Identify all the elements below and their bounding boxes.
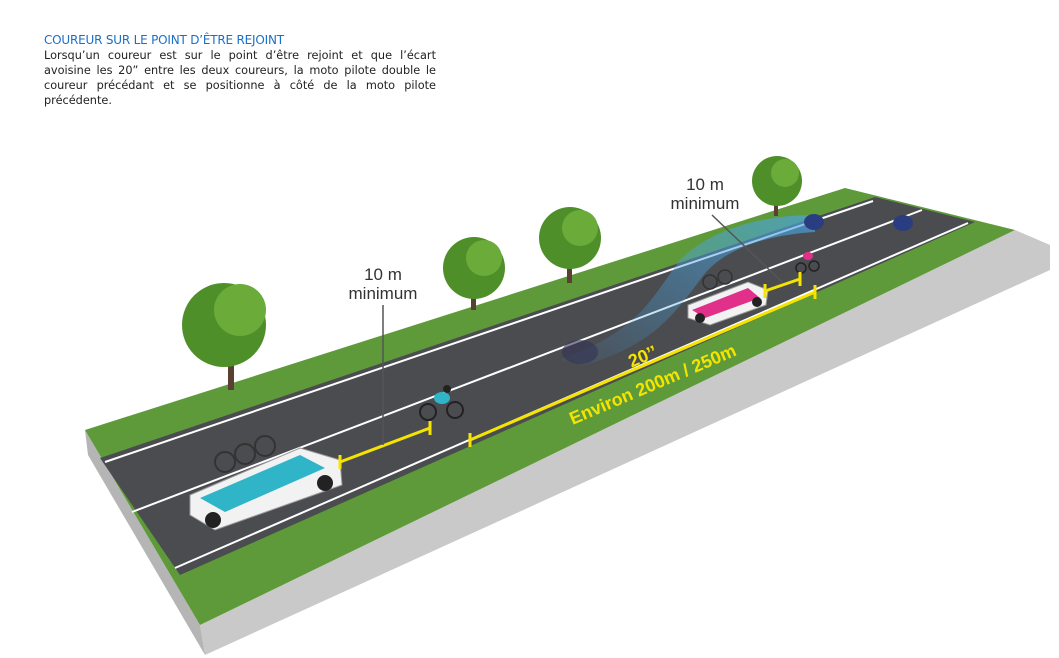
label-near-distance: 10 m [364, 265, 402, 284]
team-car-far [687, 269, 769, 326]
ground-left-face [85, 430, 205, 655]
motorbike-lead-1 [804, 214, 824, 230]
motorbike-lead-2 [893, 215, 913, 231]
tree [443, 237, 505, 310]
road-center-line [131, 209, 923, 513]
tree [539, 207, 601, 283]
measure-far [763, 272, 802, 298]
tree [182, 283, 266, 390]
motorbike-path [560, 215, 815, 365]
label-far-minimum: minimum [671, 194, 740, 213]
team-car-front [189, 435, 343, 531]
cyclist-near [419, 385, 464, 421]
measure-near [338, 421, 432, 469]
description: COUREUR SUR LE POINT D’ÊTRE REJOINT Lors… [44, 33, 436, 108]
motorbike-blurred [562, 340, 598, 364]
ground-side [200, 230, 1050, 655]
pointer-line [711, 214, 783, 283]
measure-gap [468, 285, 817, 447]
section-title: COUREUR SUR LE POINT D’ÊTRE REJOINT [44, 33, 284, 47]
label-near-minimum: minimum [349, 284, 418, 303]
tree [752, 156, 802, 216]
label-far-distance: 10 m [686, 175, 724, 194]
section-body: Lorsqu’un coureur est sur le point d’êtr… [44, 49, 436, 107]
